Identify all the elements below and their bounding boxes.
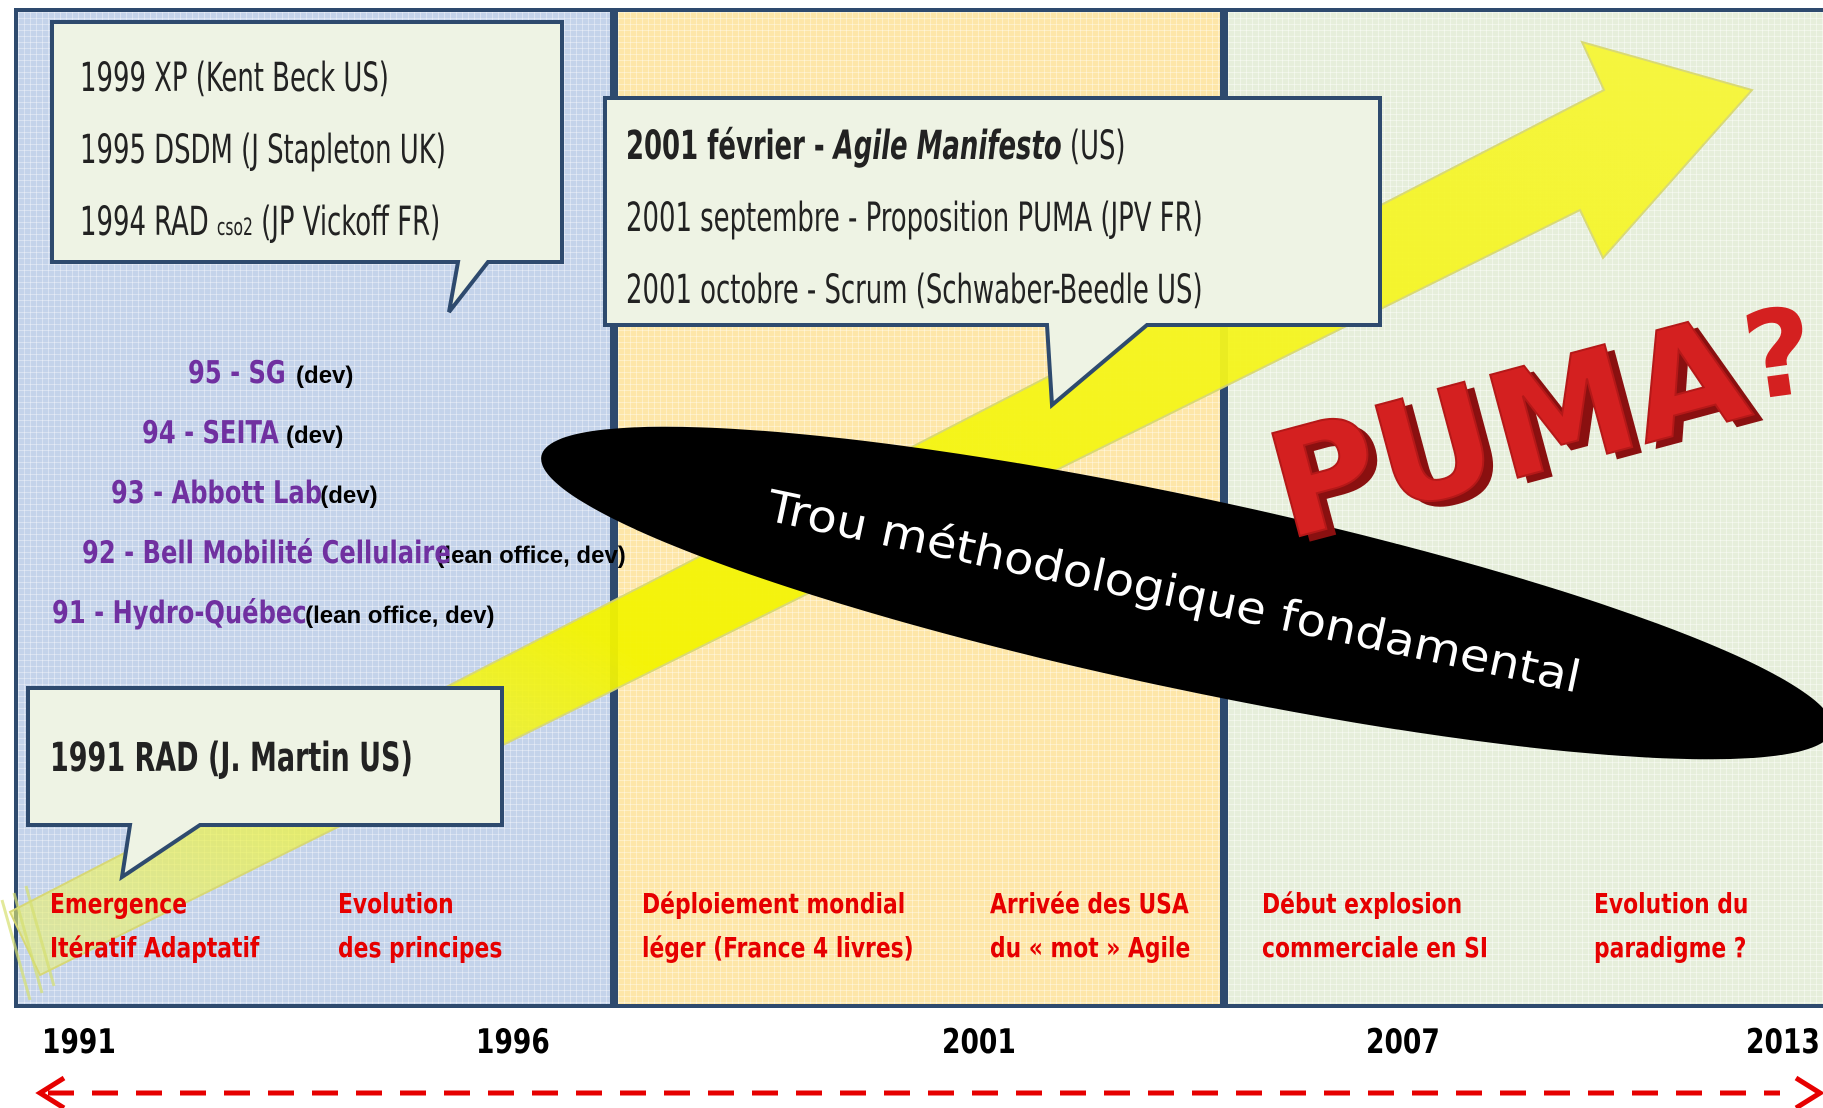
year-2001: 2001 (942, 1022, 1016, 1062)
year-2007: 2007 (1366, 1022, 1440, 1062)
method-dsdm: 1995 DSDM (J Stapleton UK) (80, 127, 446, 173)
method-rad-cso2: 1994 RAD cso2 (JP Vickoff FR) (80, 199, 441, 245)
method-xp: 1999 XP (Kent Beck US) (80, 55, 389, 101)
adopter-bell: 92 - Bell Mobilité Cellulaire (lean offi… (82, 535, 626, 571)
year-1991: 1991 (42, 1022, 116, 1062)
puma-proposal-line: 2001 septembre - Proposition PUMA (JPV F… (626, 195, 1203, 241)
callout-early-methods (50, 20, 564, 314)
adopter-seita: 94 - SEITA (dev) (142, 415, 344, 451)
rad-martin-label: 1991 RAD (J. Martin US) (50, 735, 413, 781)
callout-rad (26, 686, 504, 882)
adopter-abbott: 93 - Abbott Lab (dev) (111, 475, 378, 511)
scrum-line: 2001 octobre - Scrum (Schwaber-Beedle US… (626, 267, 1203, 313)
methodological-gap-ellipse (541, 426, 1823, 760)
arrow-tail-stripes (0, 885, 56, 1001)
early-methods-list: 1999 XP (Kent Beck US) 1995 DSDM (J Stap… (80, 42, 446, 263)
callout-manifesto (603, 96, 1382, 410)
adopter-hydro-quebec: 91 - Hydro-Québec (lean office, dev) (52, 595, 495, 631)
manifesto-list: 2001 février - Agile Manifesto (US) 2001… (626, 110, 1203, 326)
year-2013: 2013 (1746, 1022, 1820, 1062)
year-1996: 1996 (476, 1022, 550, 1062)
adopter-sg: 95 - SG (dev) (188, 355, 354, 391)
timeline-arrow (35, 1075, 1823, 1108)
manifesto-line: 2001 février - Agile Manifesto (US) (626, 123, 1126, 169)
